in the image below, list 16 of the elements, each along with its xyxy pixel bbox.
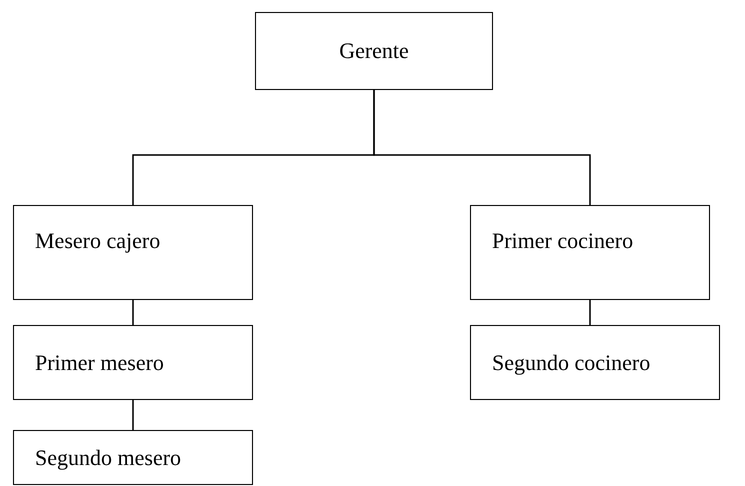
connector-line	[589, 300, 591, 325]
org-box	[255, 12, 493, 90]
connector-line	[373, 90, 591, 205]
org-box	[13, 430, 253, 485]
role-label: Primer mesero	[35, 350, 164, 376]
org-box	[470, 325, 720, 400]
org-box	[470, 205, 710, 300]
role-label: Primer cocinero	[492, 228, 634, 254]
role-label: Segundo mesero	[35, 444, 182, 470]
org-box	[13, 205, 253, 300]
connector-line	[132, 300, 134, 325]
role-label: Segundo cocinero	[492, 350, 650, 376]
org-box	[13, 325, 253, 400]
connector-line	[132, 400, 134, 430]
role-label: Gerente	[339, 38, 409, 64]
role-label: Mesero cajero	[35, 228, 160, 254]
